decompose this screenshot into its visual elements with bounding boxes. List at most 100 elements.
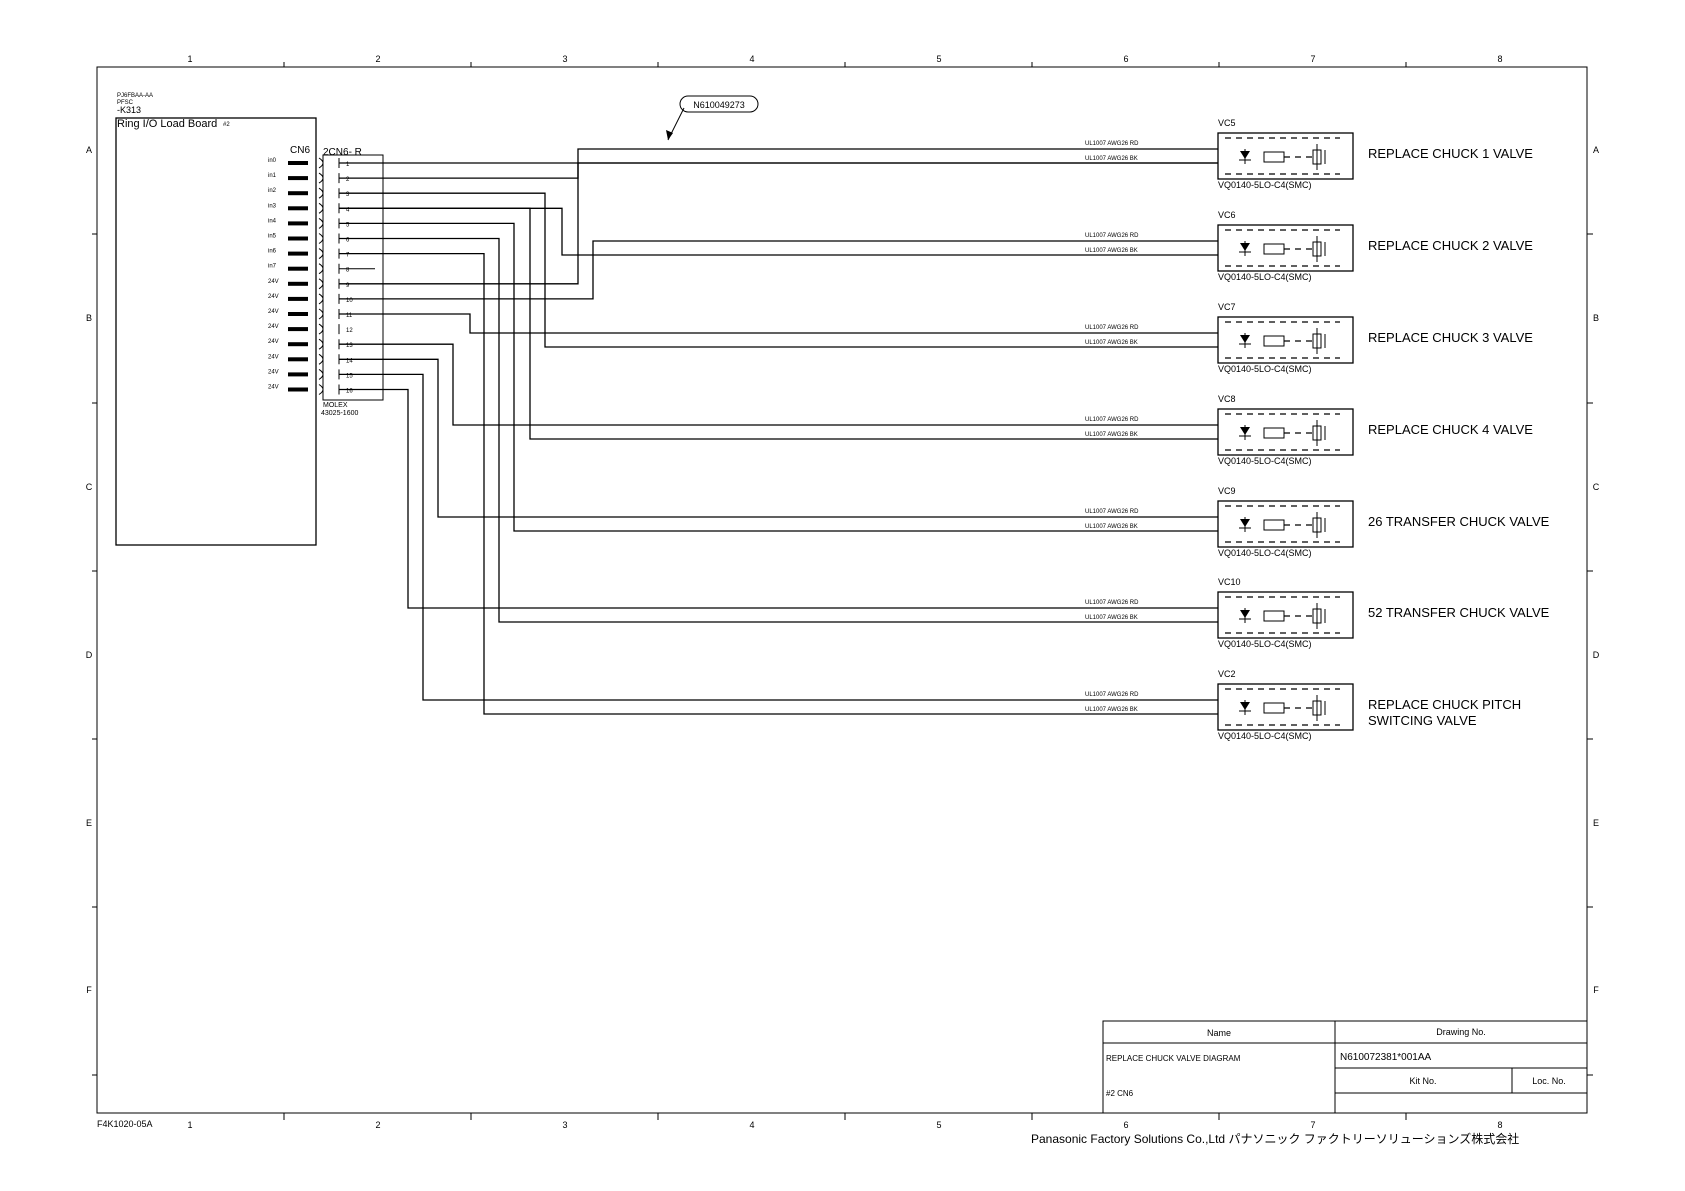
board-pin-stub xyxy=(288,296,308,301)
wire xyxy=(339,343,1218,426)
column-label-top: 5 xyxy=(936,54,941,64)
wire xyxy=(339,237,1218,623)
pin-socket xyxy=(318,338,324,350)
solenoid-coil xyxy=(1263,519,1285,531)
valve-id: VC9 xyxy=(1218,486,1236,496)
harness-pin-number: 6 xyxy=(346,238,350,244)
valve-description: 52 TRANSFER CHUCK VALVE xyxy=(1368,605,1550,620)
wire-spec-bk: UL1007 AWG26 BK xyxy=(1085,524,1138,530)
row-label-left: A xyxy=(86,145,92,155)
valve-model: VQ0140-5LO-C4(SMC) xyxy=(1218,639,1312,649)
column-label-bottom: 4 xyxy=(749,1120,754,1130)
wire-spec-bk: UL1007 AWG26 BK xyxy=(1085,707,1138,713)
valve-id: VC7 xyxy=(1218,302,1236,312)
row-label-right: E xyxy=(1593,818,1599,828)
valve-model: VQ0140-5LO-C4(SMC) xyxy=(1218,364,1312,374)
board-pin-stub xyxy=(288,221,308,226)
wire xyxy=(339,358,1218,518)
board-suffix: #2 xyxy=(223,122,230,128)
valve-model: VQ0140-5LO-C4(SMC) xyxy=(1218,731,1312,741)
wire-spec-bk: UL1007 AWG26 BK xyxy=(1085,248,1138,254)
harness-part: 43025-1600 xyxy=(321,410,358,417)
column-label-bottom: 3 xyxy=(562,1120,567,1130)
column-label-top: 3 xyxy=(562,54,567,64)
pin-socket xyxy=(318,384,324,395)
board-pin-stub xyxy=(288,251,308,256)
board-pin-stub xyxy=(288,281,308,286)
solenoid-coil xyxy=(1263,702,1285,714)
harness-pin-number: 1 xyxy=(346,162,350,168)
column-label-bottom: 5 xyxy=(936,1120,941,1130)
valve-description: REPLACE CHUCK PITCH xyxy=(1368,697,1521,712)
harness-label: 2CN6- R xyxy=(323,147,362,158)
valve-body xyxy=(1217,316,1354,364)
valve-model: VQ0140-5LO-C4(SMC) xyxy=(1218,548,1312,558)
board-pin-stub xyxy=(288,236,308,241)
grid-ticks xyxy=(92,62,1593,1120)
harness-pin-number: 5 xyxy=(346,222,350,228)
board-pin-stub xyxy=(288,372,308,377)
valve-description: REPLACE CHUCK 4 VALVE xyxy=(1368,422,1533,437)
wire-spec-rd: UL1007 AWG26 RD xyxy=(1085,692,1139,698)
board-pin-stub xyxy=(288,342,308,347)
harness-pin-number: 16 xyxy=(346,389,353,395)
loc-no-header: Loc. No. xyxy=(1532,1076,1566,1086)
column-label-top: 2 xyxy=(375,54,380,64)
column-label-bottom: 7 xyxy=(1310,1120,1315,1130)
wire xyxy=(339,388,1218,609)
valve-id: VC8 xyxy=(1218,394,1236,404)
wire xyxy=(339,192,1218,348)
board-signal-label: in7 xyxy=(268,264,277,270)
valve-id: VC2 xyxy=(1218,669,1236,679)
column-label-top: 8 xyxy=(1497,54,1502,64)
pin-socket xyxy=(318,293,324,305)
board-signal-label: 24V xyxy=(268,354,279,360)
harness-pin-number: 2 xyxy=(346,177,350,183)
harness-pin-number: 7 xyxy=(346,253,350,259)
io-board-block xyxy=(115,117,317,546)
solenoid-coil xyxy=(1263,427,1285,439)
row-label-left: C xyxy=(86,482,93,492)
valve-body xyxy=(1217,591,1354,639)
pin-socket xyxy=(318,278,324,290)
board-pin-stub xyxy=(288,266,308,271)
board-pin-stub xyxy=(288,357,308,362)
form-code: F4K1020-05A xyxy=(97,1119,153,1129)
wire-spec-rd: UL1007 AWG26 RD xyxy=(1085,325,1139,331)
column-label-top: 6 xyxy=(1123,54,1128,64)
pin-socket xyxy=(318,353,324,365)
wire-spec-rd: UL1007 AWG26 RD xyxy=(1085,509,1139,515)
wire xyxy=(339,240,1218,300)
board-pin-stub xyxy=(288,312,308,316)
pin-socket xyxy=(318,202,324,214)
board-part-line-3: -K313 xyxy=(117,105,141,115)
harness-pin-number: 12 xyxy=(346,328,353,334)
valve-description: REPLACE CHUCK 1 VALVE xyxy=(1368,146,1533,161)
connector-pins: in01in12in23in34in45in56in67in7824V924V1… xyxy=(268,157,353,395)
valve-model: VQ0140-5LO-C4(SMC) xyxy=(1218,456,1312,466)
valve-description: REPLACE CHUCK 2 VALVE xyxy=(1368,238,1533,253)
harness-pin-number: 15 xyxy=(346,373,353,379)
solenoid-coil xyxy=(1263,151,1285,163)
pin-socket xyxy=(318,233,324,244)
drawing-no-header: Drawing No. xyxy=(1436,1027,1486,1037)
wire-spec-rd: UL1007 AWG26 RD xyxy=(1085,233,1139,239)
row-label-right: C xyxy=(1593,482,1600,492)
drawing-no: N610072381*001AA xyxy=(1340,1052,1432,1063)
solenoid-coil xyxy=(1263,243,1285,255)
wire xyxy=(339,252,1218,715)
board-signal-label: in2 xyxy=(268,188,277,194)
column-label-bottom: 8 xyxy=(1497,1120,1502,1130)
board-pin-stub xyxy=(288,327,308,332)
board-signal-label: in4 xyxy=(268,218,277,224)
row-label-right: B xyxy=(1593,313,1599,323)
wire xyxy=(339,313,1218,334)
sheet-border xyxy=(96,66,1588,1114)
board-signal-label: in6 xyxy=(268,249,277,255)
column-label-bottom: 6 xyxy=(1123,1120,1128,1130)
